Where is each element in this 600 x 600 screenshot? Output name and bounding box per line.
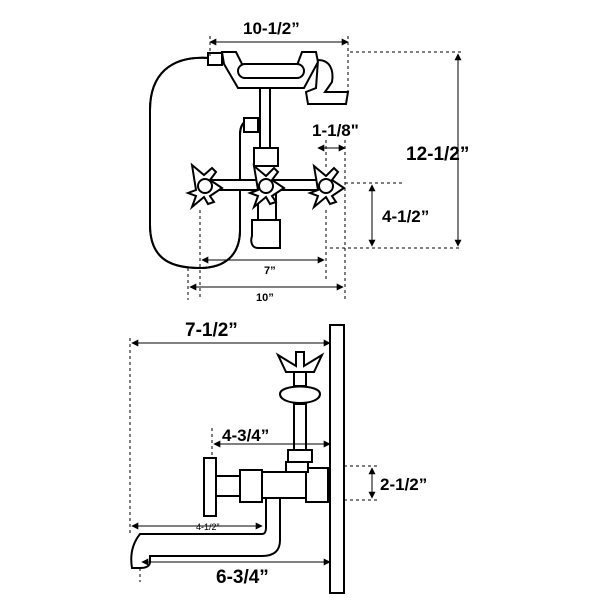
center-cross-handle (247, 163, 286, 211)
hose (149, 56, 253, 270)
side-upper-handle (275, 351, 325, 463)
dim-overall-depth: 7-1/2” (185, 320, 238, 341)
hand-shower (207, 51, 350, 151)
dim-handle-reach: 4-3/4” (222, 426, 269, 445)
dim-overall-height: 12-1/2” (406, 144, 469, 165)
right-cross-handle (307, 163, 346, 211)
dim-spout-length: 6-3/4” (216, 567, 269, 588)
side-valve-body (203, 457, 329, 517)
dim-spout-height: 4-1/2” (382, 207, 429, 226)
front-view: 10-1/2” 12-1/2” 1-1/8" 4-1/2” 7” 10” (149, 19, 469, 304)
left-cross-handle (185, 162, 224, 211)
dim-base-width: 10” (256, 292, 274, 304)
dim-overall-width: 10-1/2” (243, 19, 300, 38)
dim-center-spacing: 7” (264, 265, 276, 277)
dim-handle-offset: 1-1/8" (312, 121, 359, 140)
side-view: 7-1/2” 4-3/4” 2-1/2” 4-1/2” 6-3/4” (129, 320, 427, 594)
wall (329, 324, 345, 594)
dim-wall-plate-height: 2-1/2” (380, 475, 427, 494)
dim-spout-reach-small: 4-1/2” (196, 522, 220, 532)
